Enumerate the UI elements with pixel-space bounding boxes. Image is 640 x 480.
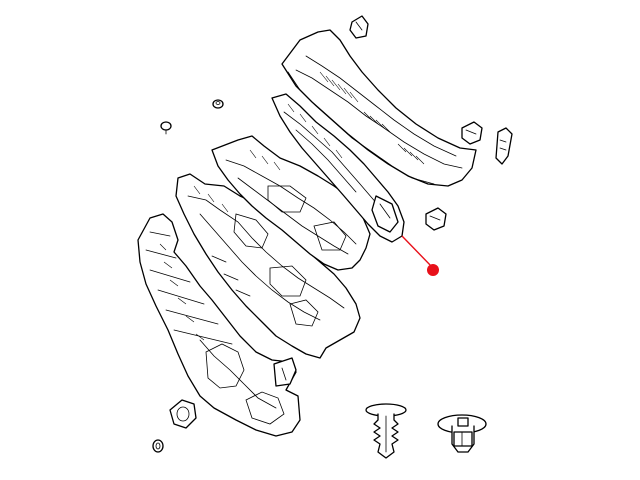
cowl-top-panel: [281, 29, 477, 187]
dash-panel-upper: [211, 135, 371, 271]
push-pin-fastener: [365, 403, 407, 459]
grommet: [152, 399, 197, 453]
callout-marker: [401, 235, 439, 276]
plug: [160, 15, 369, 135]
nut-clip-fastener: [437, 414, 487, 453]
dash-silencer-lower: [137, 213, 301, 437]
clip: [425, 121, 513, 231]
cowl-plenum-panel: [271, 93, 405, 243]
